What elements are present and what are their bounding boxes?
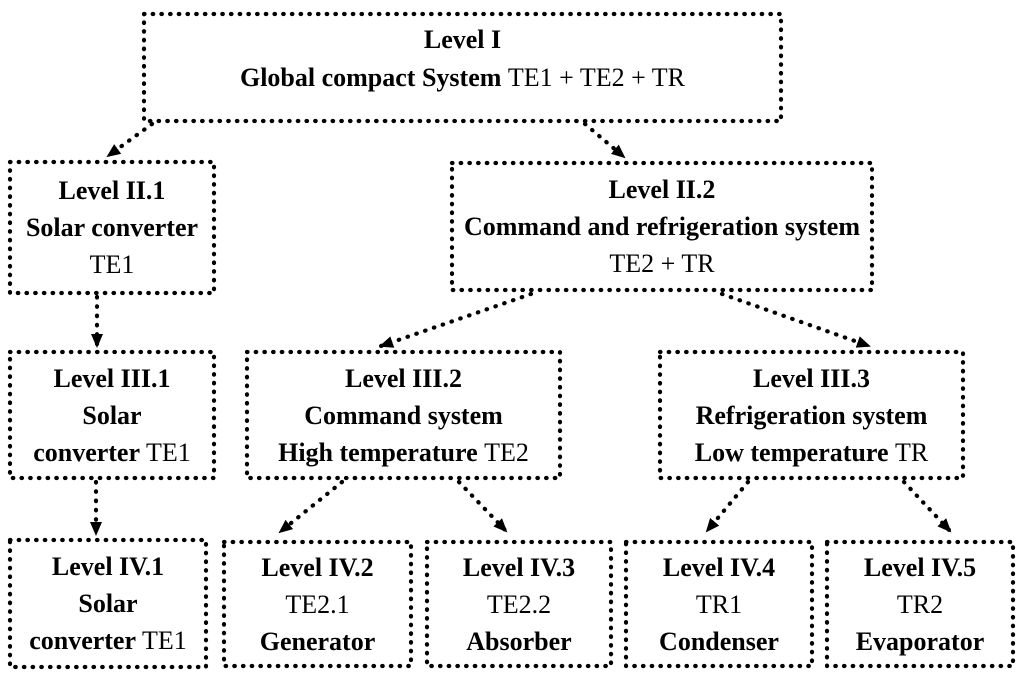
node-description-2: converter TE1 bbox=[29, 622, 187, 659]
node-level-4-5: Level IV.5 TR2 Evaporator bbox=[825, 540, 1015, 668]
arrow-level-1-to-level-2-1 bbox=[105, 121, 155, 159]
node-title: Level IV.5 bbox=[864, 549, 976, 586]
node-description-2: converter TE1 bbox=[33, 434, 191, 471]
node-level-2-2: Level II.2 Command and refrigeration sys… bbox=[450, 161, 874, 292]
node-description-2: High temperature TE2 bbox=[278, 434, 529, 471]
node-title: Level III.1 bbox=[54, 360, 171, 397]
arrow-level-3-2-to-level-4-2 bbox=[277, 479, 345, 535]
node-border-level-2-1 bbox=[7, 159, 217, 296]
node-label-bold: Evaporator bbox=[855, 626, 985, 656]
node-label-bold: converter bbox=[33, 437, 147, 467]
node-title-text: Level IV.4 bbox=[662, 552, 776, 582]
node-code: TR2 bbox=[897, 586, 943, 623]
node-description: Command system bbox=[304, 397, 503, 434]
node-label-code: TE1 bbox=[89, 250, 135, 279]
node-level-1: Level I Global compact System TE1 + TE2 … bbox=[142, 12, 783, 123]
node-description: Command and refrigeration system bbox=[464, 208, 860, 245]
arrow-level-3-3-to-level-4-5 bbox=[901, 479, 953, 534]
node-title-text: Level IV.1 bbox=[51, 552, 165, 581]
node-title: Level IV.1 bbox=[52, 548, 164, 585]
node-label-code: TE1 + TE2 + TR bbox=[507, 63, 686, 92]
node-label-code: TE2 + TR bbox=[609, 249, 715, 278]
node-label-code: TR1 bbox=[695, 589, 743, 619]
node-description: Solar bbox=[78, 585, 137, 622]
node-title: Level II.1 bbox=[59, 172, 166, 209]
node-label-code: TE1 bbox=[146, 437, 191, 467]
node-border-level-4-5 bbox=[824, 539, 1016, 669]
node-description: Refrigeration system bbox=[696, 397, 928, 434]
node-code: TE2.1 bbox=[285, 586, 349, 623]
node-border-level-4-4 bbox=[623, 539, 815, 669]
node-title: Level I bbox=[424, 21, 501, 59]
node-description: Solar converter bbox=[26, 209, 198, 246]
node-label-bold: converter bbox=[29, 626, 143, 655]
node-label-code: TE2.1 bbox=[285, 589, 350, 619]
arrow-level-2-2-to-level-3-3 bbox=[719, 291, 872, 349]
node-code: TE2.2 bbox=[487, 586, 551, 623]
node-title: Level IV.3 bbox=[463, 549, 575, 586]
node-label-bold: Command and refrigeration system bbox=[464, 212, 860, 241]
node-description: Generator bbox=[260, 623, 376, 660]
node-title-text: Level III.3 bbox=[753, 363, 870, 393]
node-title-text: Level III.1 bbox=[53, 363, 171, 393]
node-border-level-1 bbox=[141, 11, 784, 124]
node-title-text: Level III.2 bbox=[345, 363, 462, 393]
node-label-bold: Global compact System bbox=[239, 63, 508, 92]
node-title: Level III.3 bbox=[753, 360, 870, 397]
node-title-text: Level II.2 bbox=[608, 175, 716, 204]
node-border-level-4-3 bbox=[424, 539, 614, 669]
node-title-text: Level IV.3 bbox=[462, 552, 576, 582]
node-title: Level IV.4 bbox=[663, 549, 775, 586]
node-level-4-2: Level IV.2 TE2.1 Generator bbox=[222, 540, 413, 668]
arrow-level-1-to-level-2-2 bbox=[582, 121, 627, 160]
node-label-bold: Low temperature bbox=[694, 437, 895, 467]
node-label-code: TE2 bbox=[484, 437, 529, 467]
node-description: Condenser bbox=[659, 623, 779, 660]
node-title: Level II.2 bbox=[609, 171, 716, 208]
node-label-bold: High temperature bbox=[278, 437, 485, 467]
node-label-code: TE1 bbox=[142, 626, 187, 655]
node-border-level-2-2 bbox=[449, 160, 875, 293]
node-title-text: Level IV.2 bbox=[261, 552, 374, 582]
node-level-2-1: Level II.1 Solar converter TE1 bbox=[8, 160, 216, 295]
arrow-level-3-2-to-level-4-3 bbox=[456, 479, 509, 534]
node-description: Evaporator bbox=[856, 623, 985, 660]
node-title-text: Level II.1 bbox=[58, 176, 166, 205]
node-border-level-4-1 bbox=[7, 537, 209, 670]
arrow-level-3-3-to-level-4-4 bbox=[704, 479, 751, 534]
node-description: Absorber bbox=[466, 623, 571, 660]
node-label-bold: Solar bbox=[82, 400, 142, 430]
node-level-3-2: Level III.2 Command system High temperat… bbox=[245, 350, 562, 480]
node-title-text: Level I bbox=[423, 25, 502, 54]
node-label-bold: Refrigeration system bbox=[695, 400, 928, 430]
node-description: Global compact System TE1 + TE2 + TR bbox=[240, 59, 685, 97]
node-label-bold: Generator bbox=[259, 626, 376, 656]
node-label-code: TR bbox=[895, 437, 929, 467]
node-title: Level IV.2 bbox=[261, 549, 373, 586]
node-code: TE1 bbox=[90, 246, 135, 283]
node-level-4-4: Level IV.4 TR1 Condenser bbox=[624, 540, 814, 668]
node-title: Level III.2 bbox=[345, 360, 462, 397]
node-code: TR1 bbox=[696, 586, 742, 623]
node-label-bold: Solar converter bbox=[25, 213, 199, 242]
node-border-level-3-3 bbox=[657, 349, 966, 481]
node-level-4-3: Level IV.3 TE2.2 Absorber bbox=[425, 540, 613, 668]
node-title-text: Level IV.5 bbox=[863, 552, 977, 582]
node-label-code: TR2 bbox=[896, 589, 944, 619]
arrow-level-2-2-to-level-3-2 bbox=[378, 291, 534, 349]
node-label-bold: Solar bbox=[78, 589, 138, 618]
node-level-3-1: Level III.1 Solar converter TE1 bbox=[8, 350, 216, 480]
node-level-3-3: Level III.3 Refrigeration system Low tem… bbox=[658, 350, 965, 480]
node-level-4-1: Level IV.1 Solar converter TE1 bbox=[8, 538, 208, 669]
node-label-bold: Condenser bbox=[659, 626, 779, 656]
node-border-level-3-2 bbox=[244, 349, 563, 481]
node-label-code: TE2.2 bbox=[486, 589, 552, 619]
node-label-bold: Command system bbox=[304, 400, 503, 430]
node-label-bold: Absorber bbox=[466, 626, 572, 656]
node-description: Solar bbox=[82, 397, 141, 434]
node-code: TE2 + TR bbox=[609, 245, 714, 282]
node-description-2: Low temperature TR bbox=[695, 434, 928, 471]
